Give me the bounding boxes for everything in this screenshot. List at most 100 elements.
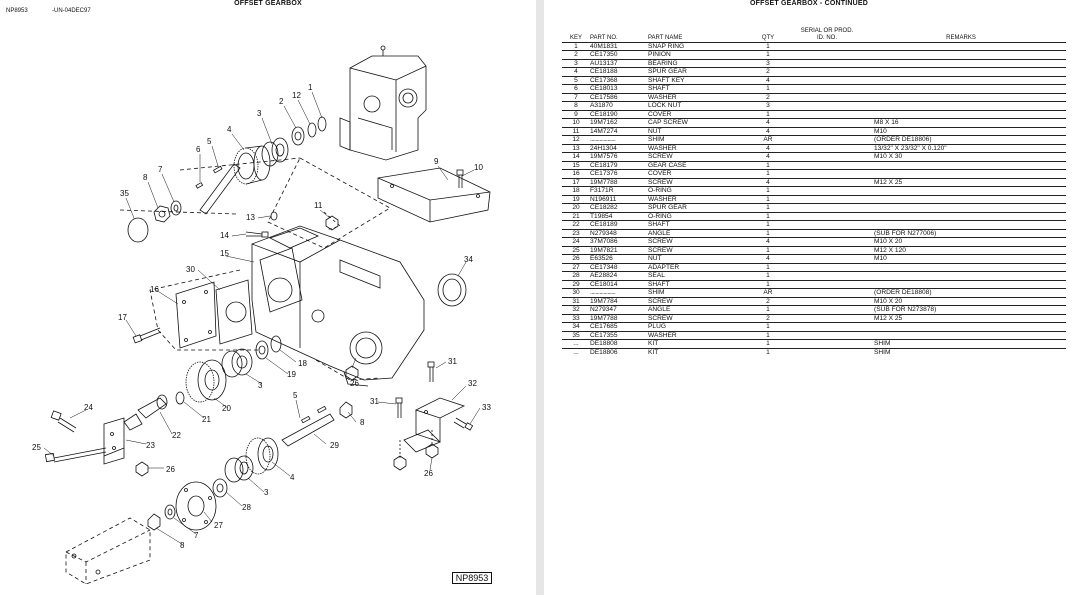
cell-qty: 1	[766, 221, 770, 228]
cell-part-name: SCREW	[648, 297, 673, 305]
cell-qty: 1	[766, 204, 770, 211]
cell-serial	[798, 51, 856, 60]
cell-qty: AR	[763, 289, 773, 296]
cell-part-no: 19M7788	[590, 178, 618, 186]
cell-part-name: WASHER	[648, 195, 677, 203]
screw-31a	[427, 361, 435, 382]
left-page-title: OFFSET GEARBOX	[234, 0, 302, 7]
cell-part-name: COVER	[648, 110, 672, 118]
cell-qty: 1	[766, 272, 770, 279]
callout-26b: 26	[424, 469, 433, 478]
adapter-27	[175, 481, 217, 531]
callout-32: 32	[468, 379, 477, 388]
callout-5b: 5	[293, 391, 298, 400]
cell-part-no: CE17350	[590, 51, 618, 58]
cell-remarks	[856, 93, 1066, 102]
callout-19: 19	[287, 370, 296, 379]
header-part-name: PART NAME	[648, 34, 683, 41]
callout-8c: 8	[180, 541, 185, 550]
cell-key: 24	[572, 238, 580, 245]
cell-remarks	[856, 221, 1066, 230]
callout-labels: 1 2 3 4 5 6 7 8 35 12 9 10 11 13 14 15 3…	[32, 83, 491, 550]
cell-remarks	[856, 68, 1066, 77]
cell-remarks	[856, 323, 1066, 332]
nut-11	[325, 215, 339, 231]
cell-serial	[798, 323, 856, 332]
cell-remarks	[856, 102, 1066, 111]
cell-key: 21	[572, 212, 580, 220]
illustration-date: -UN-04DEC97	[52, 8, 91, 14]
cell-remarks	[856, 110, 1066, 119]
left-page: OFFSET GEARBOX NP8953 -UN-04DEC97	[0, 0, 536, 595]
cell-serial	[798, 263, 856, 272]
cell-serial	[798, 212, 856, 221]
cell-remarks	[856, 170, 1066, 179]
cell-qty: AR	[763, 136, 773, 143]
cover-16	[175, 281, 217, 349]
cap-screw-10	[456, 169, 464, 188]
cell-part-name: SHAFT KEY	[648, 76, 685, 84]
cell-serial	[798, 238, 856, 247]
cell-part-no: 19M7784	[590, 297, 618, 305]
callout-7b: 7	[194, 531, 199, 540]
cell-remarks	[856, 161, 1066, 170]
cell-qty: 1	[766, 51, 770, 58]
cell-part-no: AE28824	[590, 272, 618, 279]
callout-17: 17	[118, 313, 127, 322]
washer-13	[270, 211, 278, 221]
cell-key: 33	[572, 314, 580, 322]
callout-23: 23	[146, 441, 155, 450]
right-page-title: OFFSET GEARBOX - CONTINUED	[750, 0, 868, 7]
screw-17	[132, 327, 162, 344]
cell-part-no: CE17355	[590, 331, 618, 339]
callout-29: 29	[330, 441, 339, 450]
cell-serial	[798, 255, 856, 264]
callout-26c: 26	[350, 379, 359, 388]
callout-12: 12	[292, 91, 301, 100]
shim-30	[215, 279, 253, 345]
callout-24: 24	[84, 403, 93, 412]
cell-qty: 4	[766, 144, 770, 152]
cell-part-no: DE18806	[590, 348, 618, 356]
cell-key: 20	[572, 204, 580, 211]
cell-key: 15	[572, 161, 580, 169]
cell-remarks	[856, 76, 1066, 85]
callout-4: 4	[227, 125, 232, 134]
callout-9: 9	[434, 157, 439, 166]
callout-27: 27	[214, 521, 223, 530]
callout-11: 11	[314, 201, 323, 210]
cell-key: 30	[572, 289, 580, 296]
lock-nut-8c	[147, 513, 161, 531]
cell-part-no: CE17586	[590, 93, 618, 101]
cell-part-name: SCREW	[648, 246, 673, 254]
header-key: KEY	[569, 34, 582, 41]
gear-case-15	[251, 225, 425, 387]
cell-part-name: ANGLE	[648, 229, 671, 237]
callout-21: 21	[202, 415, 211, 424]
screw-14	[245, 231, 269, 238]
callout-34: 34	[464, 255, 473, 264]
cell-remarks: SHIM	[874, 340, 891, 347]
cell-qty: 1	[766, 170, 770, 177]
lock-nut-8	[153, 205, 171, 223]
figure-tag: NP8953	[452, 572, 492, 584]
cell-key: 25	[572, 246, 580, 254]
cell-part-no: CE17685	[590, 323, 618, 330]
callout-20: 20	[222, 404, 231, 413]
cell-qty: 1	[766, 331, 770, 339]
cell-remarks: M10 X 20	[874, 238, 903, 245]
cell-part-no: CE18282	[590, 204, 618, 211]
callout-16: 16	[150, 285, 159, 294]
cell-part-no: ...................	[590, 289, 616, 296]
parts-table: KEY PART NO. PART NAME QTY SERIAL OR PRO…	[562, 22, 1066, 356]
